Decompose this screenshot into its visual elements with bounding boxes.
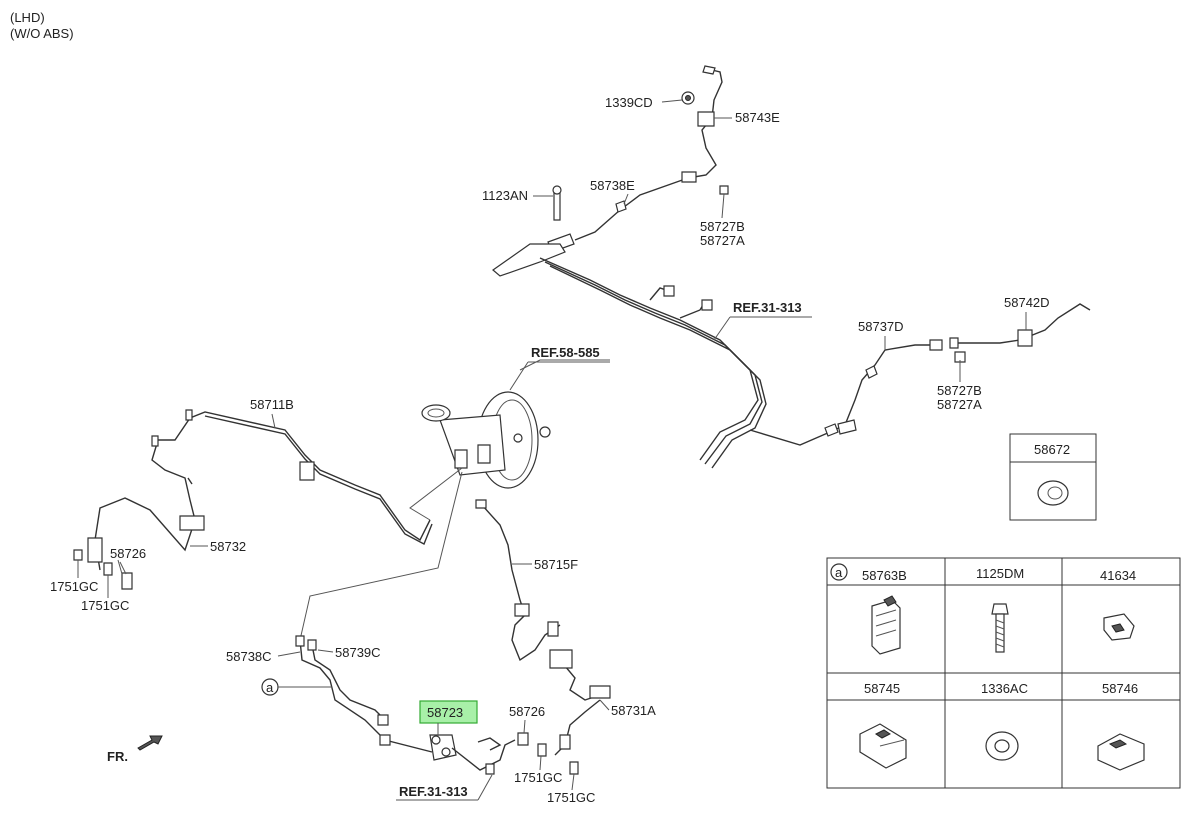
callout-1751GC-left-1: 1751GC bbox=[50, 579, 98, 594]
pipe-58738C bbox=[295, 635, 433, 753]
callout-ref-31-313-bottom: REF.31-313 bbox=[399, 784, 468, 799]
callout-58723: 58723 bbox=[427, 705, 463, 720]
callout-58738C: 58738C bbox=[226, 649, 272, 664]
nut-1336AC-icon bbox=[985, 731, 1019, 761]
grommet-label: 58672 bbox=[1034, 442, 1070, 457]
table-marker-a bbox=[830, 563, 848, 581]
front-arrow-icon bbox=[137, 735, 163, 751]
pipe-58711B bbox=[87, 409, 433, 571]
callout-1751GC-left-2: 1751GC bbox=[81, 598, 129, 613]
pipe-58715F bbox=[475, 499, 561, 662]
grommet-icon bbox=[1037, 480, 1069, 506]
callout-58731A: 58731A bbox=[611, 703, 656, 718]
table-cell-58746: 58746 bbox=[1102, 681, 1138, 696]
hose-58731A bbox=[549, 649, 611, 756]
hose-58738E bbox=[547, 171, 697, 253]
callout-1751GC-bottom-1: 1751GC bbox=[514, 770, 562, 785]
callout-58727B-right: 58727B bbox=[937, 383, 982, 398]
clip-58746-icon bbox=[1097, 733, 1145, 771]
block-58723 bbox=[429, 732, 579, 775]
upper-hose-assembly bbox=[681, 65, 729, 195]
callouts: 1339CD 58743E 1123AN 58738E 58727B 58727… bbox=[50, 95, 1050, 805]
callout-58727B-top: 58727B bbox=[700, 219, 745, 234]
callout-58737D: 58737D bbox=[858, 319, 904, 334]
callout-58743E: 58743E bbox=[735, 110, 780, 125]
highlight-58723 bbox=[419, 700, 478, 724]
table-marker-a-label: a bbox=[835, 565, 843, 580]
parts-table: a 58763B 1125DM 41634 58745 1336AC 58746 bbox=[826, 557, 1181, 789]
callout-1123AN: 1123AN bbox=[482, 188, 528, 203]
callout-58715F: 58715F bbox=[534, 557, 578, 572]
fr-label: FR. bbox=[107, 749, 128, 764]
table-cell-58745: 58745 bbox=[864, 681, 900, 696]
table-cell-1336AC: 1336AC bbox=[981, 681, 1028, 696]
callout-58732: 58732 bbox=[210, 539, 246, 554]
callout-ref-31-313-top: REF.31-313 bbox=[733, 300, 802, 315]
callout-58738E: 58738E bbox=[590, 178, 635, 193]
table-cell-58763B: 58763B bbox=[862, 568, 907, 583]
callout-58726-bottom: 58726 bbox=[509, 704, 545, 719]
grommet-box: 58672 bbox=[1009, 433, 1097, 521]
hose-58742D bbox=[949, 303, 1091, 363]
header-lhd: (LHD) bbox=[10, 10, 45, 25]
front-direction-indicator: FR. bbox=[107, 735, 163, 764]
table-cell-1125DM: 1125DM bbox=[976, 566, 1024, 581]
clip-58763B-icon bbox=[871, 595, 901, 655]
upper-bracket-and-lines bbox=[492, 243, 831, 469]
header-wo-abs: (W/O ABS) bbox=[10, 26, 74, 41]
clip-58745-icon bbox=[859, 723, 907, 769]
callout-58711B: 58711B bbox=[250, 397, 294, 412]
callout-58739C: 58739C bbox=[335, 645, 381, 660]
callout-1751GC-bottom-2: 1751GC bbox=[547, 790, 595, 805]
callout-58742D: 58742D bbox=[1004, 295, 1050, 310]
booster-leader-lines bbox=[299, 359, 610, 641]
callout-58727A-right: 58727A bbox=[937, 397, 982, 412]
callout-1339CD: 1339CD bbox=[605, 95, 653, 110]
brake-booster bbox=[421, 391, 551, 489]
callout-58726-left: 58726 bbox=[110, 546, 146, 561]
table-cell-41634: 41634 bbox=[1100, 568, 1136, 583]
callout-58727A-top: 58727A bbox=[700, 233, 745, 248]
bolt-1125DM-icon bbox=[991, 603, 1009, 653]
callout-marker-a-label: a bbox=[266, 680, 274, 695]
clip-41634-icon bbox=[1103, 613, 1135, 641]
left-fasteners bbox=[73, 549, 133, 590]
callout-ref-58-585: REF.58-585 bbox=[531, 345, 600, 360]
hose-58737D bbox=[824, 339, 943, 437]
